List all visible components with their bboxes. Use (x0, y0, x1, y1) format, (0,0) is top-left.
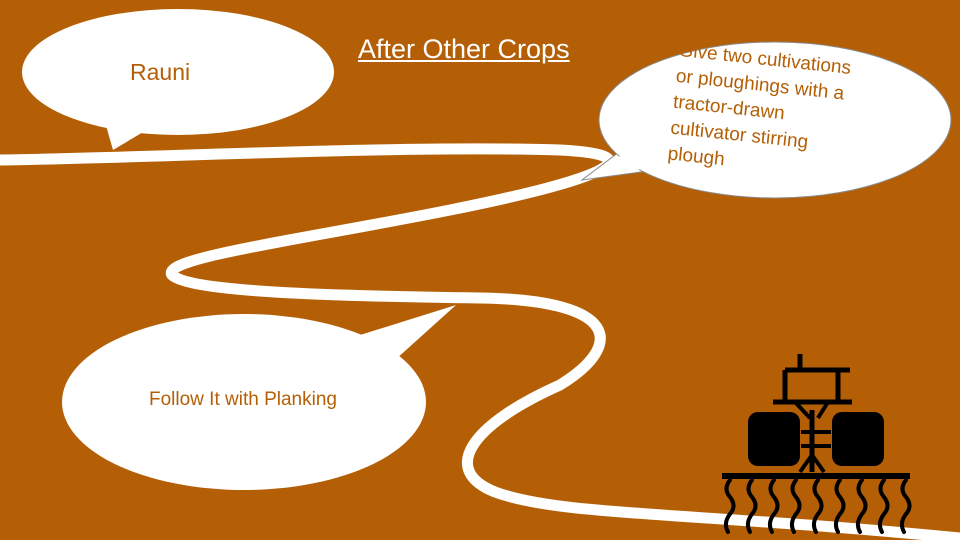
speech-bubble-rauni (22, 9, 334, 150)
slide-title: After Other Crops (358, 34, 570, 64)
speech-bubble-planking (62, 305, 456, 490)
cultivation-instruction: Give two cultivations or ploughings with… (666, 38, 918, 192)
winding-path (0, 143, 960, 540)
rauni-label: Rauni (130, 59, 191, 85)
planking-label: Follow It with Planking (149, 389, 337, 410)
tractor-cultivator-icon (722, 354, 912, 534)
speech-bubble-cultivation (580, 41, 952, 199)
